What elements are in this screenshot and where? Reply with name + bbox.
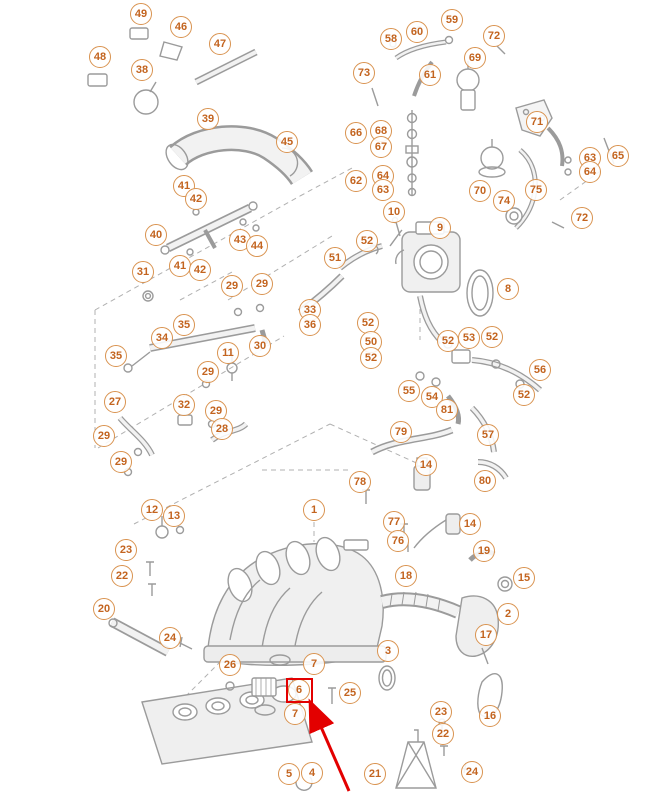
callout-51[interactable]: 51	[324, 247, 346, 269]
callout-29[interactable]: 29	[110, 451, 132, 473]
callout-22[interactable]: 22	[432, 723, 454, 745]
callout-31[interactable]: 31	[132, 261, 154, 283]
callout-22[interactable]: 22	[111, 565, 133, 587]
callout-55[interactable]: 55	[398, 380, 420, 402]
callout-29[interactable]: 29	[197, 361, 219, 383]
callout-71[interactable]: 71	[526, 111, 548, 133]
callout-41[interactable]: 41	[169, 255, 191, 277]
callout-72[interactable]: 72	[483, 25, 505, 47]
callout-48[interactable]: 48	[89, 46, 111, 68]
callout-52[interactable]: 52	[481, 326, 503, 348]
callout-23[interactable]: 23	[115, 539, 137, 561]
callout-14[interactable]: 14	[459, 513, 481, 535]
callout-26[interactable]: 26	[219, 654, 241, 676]
callout-13[interactable]: 13	[163, 505, 185, 527]
callout-63[interactable]: 63	[372, 179, 394, 201]
callout-60[interactable]: 60	[406, 21, 428, 43]
callout-75[interactable]: 75	[525, 179, 547, 201]
callout-16[interactable]: 16	[479, 705, 501, 727]
callout-67[interactable]: 67	[370, 136, 392, 158]
callout-9[interactable]: 9	[429, 217, 451, 239]
callout-62[interactable]: 62	[345, 170, 367, 192]
callout-56[interactable]: 56	[529, 359, 551, 381]
callout-61[interactable]: 61	[419, 64, 441, 86]
callout-29[interactable]: 29	[251, 273, 273, 295]
callout-74[interactable]: 74	[493, 190, 515, 212]
callout-70[interactable]: 70	[469, 180, 491, 202]
callout-52[interactable]: 52	[437, 330, 459, 352]
callout-42[interactable]: 42	[185, 188, 207, 210]
callout-34[interactable]: 34	[151, 327, 173, 349]
callout-32[interactable]: 32	[173, 394, 195, 416]
callout-59[interactable]: 59	[441, 9, 463, 31]
callout-5[interactable]: 5	[278, 763, 300, 785]
callout-52[interactable]: 52	[356, 230, 378, 252]
callout-52[interactable]: 52	[357, 312, 379, 334]
callout-27[interactable]: 27	[104, 391, 126, 413]
callout-64[interactable]: 64	[579, 161, 601, 183]
callout-11[interactable]: 11	[217, 342, 239, 364]
callout-20[interactable]: 20	[93, 598, 115, 620]
callout-7[interactable]: 7	[284, 703, 306, 725]
callout-78[interactable]: 78	[349, 471, 371, 493]
callout-12[interactable]: 12	[141, 499, 163, 521]
callout-49[interactable]: 49	[130, 3, 152, 25]
callout-40[interactable]: 40	[145, 224, 167, 246]
callout-17[interactable]: 17	[475, 624, 497, 646]
callout-14[interactable]: 14	[415, 454, 437, 476]
callout-45[interactable]: 45	[276, 131, 298, 153]
callout-52[interactable]: 52	[513, 384, 535, 406]
callout-7[interactable]: 7	[303, 653, 325, 675]
callout-29[interactable]: 29	[221, 275, 243, 297]
callout-29[interactable]: 29	[93, 425, 115, 447]
callout-4[interactable]: 4	[301, 762, 323, 784]
callout-58[interactable]: 58	[380, 28, 402, 50]
callout-52[interactable]: 52	[360, 347, 382, 369]
callout-36[interactable]: 36	[299, 314, 321, 336]
callout-30[interactable]: 30	[249, 335, 271, 357]
callout-44[interactable]: 44	[246, 235, 268, 257]
callout-21[interactable]: 21	[364, 763, 386, 785]
callout-73[interactable]: 73	[353, 62, 375, 84]
callout-46[interactable]: 46	[170, 16, 192, 38]
callout-35[interactable]: 35	[173, 314, 195, 336]
callout-72[interactable]: 72	[571, 207, 593, 229]
highlight-arrow	[308, 698, 351, 792]
callout-35[interactable]: 35	[105, 345, 127, 367]
callout-76[interactable]: 76	[387, 530, 409, 552]
callout-79[interactable]: 79	[390, 421, 412, 443]
callout-47[interactable]: 47	[209, 33, 231, 55]
callout-65[interactable]: 65	[607, 145, 629, 167]
callout-42[interactable]: 42	[189, 259, 211, 281]
callout-39[interactable]: 39	[197, 108, 219, 130]
callout-69[interactable]: 69	[464, 47, 486, 69]
callout-53[interactable]: 53	[458, 327, 480, 349]
callout-80[interactable]: 80	[474, 470, 496, 492]
callout-23[interactable]: 23	[430, 701, 452, 723]
callout-15[interactable]: 15	[513, 567, 535, 589]
callout-18[interactable]: 18	[395, 565, 417, 587]
callout-8[interactable]: 8	[497, 278, 519, 300]
callout-3[interactable]: 3	[377, 640, 399, 662]
callout-38[interactable]: 38	[131, 59, 153, 81]
callout-2[interactable]: 2	[497, 603, 519, 625]
callout-24[interactable]: 24	[461, 761, 483, 783]
callout-25[interactable]: 25	[339, 682, 361, 704]
callout-6[interactable]: 6	[288, 679, 310, 701]
callout-19[interactable]: 19	[473, 540, 495, 562]
callout-81[interactable]: 81	[436, 399, 458, 421]
callout-10[interactable]: 10	[383, 201, 405, 223]
callout-57[interactable]: 57	[477, 424, 499, 446]
callout-66[interactable]: 66	[345, 122, 367, 144]
callout-24[interactable]: 24	[159, 627, 181, 649]
callout-1[interactable]: 1	[303, 499, 325, 521]
callout-28[interactable]: 28	[211, 418, 233, 440]
